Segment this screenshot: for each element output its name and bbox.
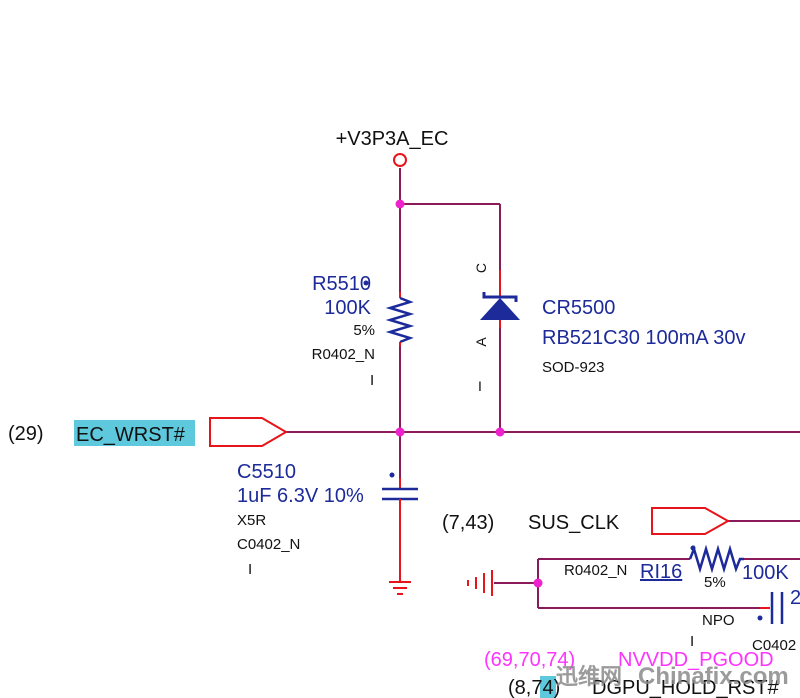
c5510-dielectric: X5R — [237, 512, 266, 529]
watermark-cn: 迅维网 — [556, 664, 622, 689]
ec-wrst-name: EC_WRST# — [76, 424, 186, 446]
ec-wrst-page-ref: (29) — [8, 423, 44, 445]
net-dgpu-hold-rst: (8,74) DGPU_HOLD_RST# — [508, 676, 780, 698]
r5510-pin-mark: I — [370, 372, 374, 389]
cap-partial-pin1-dot — [757, 615, 763, 621]
ec-wrst-highlight — [74, 420, 195, 446]
cap-partial-dielectric: NPO — [702, 612, 735, 629]
cr5500-pin-a: A — [473, 337, 489, 347]
c5510-value: 1uF 6.3V 10% — [237, 485, 364, 507]
junction-ec-wrst-r — [395, 427, 405, 437]
net-ec-wrst: (29) EC_WRST# — [8, 417, 288, 447]
net-nvvdd-pgood: (69,70,74) NVVDD_PGOOD — [484, 649, 774, 671]
cr5500-schottky-bar — [482, 292, 518, 302]
cr5500-part: RB521C30 100mA 30v — [542, 327, 745, 349]
sus-clk-page-ref: (7,43) — [442, 512, 494, 534]
sus-clk-port — [651, 507, 731, 535]
ri16-pin1-dot — [690, 545, 696, 551]
cr5500-pin-mark: I — [478, 378, 482, 394]
ground-symbol-c5510 — [389, 578, 411, 595]
resistor-ri16: R0402_N RI16 5% 100K — [564, 544, 789, 591]
power-rail-connector: +V3P3A_EC — [336, 128, 449, 167]
ri16-zigzag — [688, 544, 744, 574]
ec-wrst-port — [209, 417, 288, 447]
power-rail-terminal — [393, 153, 407, 167]
net-sus-clk: (7,43) SUS_CLK — [442, 507, 731, 535]
dgpu-highlight — [540, 676, 556, 698]
capacitor-c5510: C5510 1uF 6.3V 10% X5R C0402_N I — [237, 461, 418, 578]
junction-ec-wrst-d — [495, 427, 505, 437]
r5510-zigzag — [385, 296, 415, 344]
dgpu-page-ref: (8,74) — [508, 677, 560, 698]
cap-partial-package: C0402 — [752, 637, 796, 654]
r5510-value: 100K — [324, 297, 371, 319]
nvvdd-page-ref: (69,70,74) — [484, 649, 575, 671]
junction-left — [533, 578, 543, 588]
c5510-package: C0402_N — [237, 536, 300, 553]
sus-clk-name: SUS_CLK — [528, 512, 620, 534]
resistor-r5510: R5510 100K 5% R0402_N I — [312, 273, 415, 389]
junctions — [395, 199, 543, 588]
r5510-package: R0402_N — [312, 346, 375, 363]
watermark-en: Chinafix.com — [638, 663, 789, 690]
r5510-tolerance: 5% — [353, 322, 375, 339]
c5510-ref: C5510 — [237, 461, 296, 483]
cap-partial-pin-mark: I — [690, 633, 694, 650]
wires — [286, 168, 800, 609]
c5510-pin1-dot — [389, 472, 395, 478]
cr5500-ref: CR5500 — [542, 297, 615, 319]
ri16-ref: RI16 — [640, 561, 682, 583]
cr5500-package: SOD-923 — [542, 359, 605, 376]
ri16-value: 100K — [742, 562, 789, 584]
cap-partial-value: 2 — [790, 587, 800, 609]
diode-cr5500: C A I CR5500 RB521C30 100mA 30v SOD-923 — [473, 263, 745, 394]
ground-symbol-left — [467, 570, 493, 596]
junction-top — [395, 199, 405, 209]
r5510-ref: R5510 — [312, 273, 371, 295]
power-rail-label: +V3P3A_EC — [336, 128, 449, 150]
ri16-package: R0402_N — [564, 562, 627, 579]
capacitor-partial: NPO C0402 2 I — [690, 587, 800, 654]
watermark: 迅维网 Chinafix.com — [556, 663, 789, 690]
cr5500-pin-c: C — [473, 263, 489, 273]
c5510-pin-mark: I — [248, 561, 252, 578]
dgpu-name: DGPU_HOLD_RST# — [592, 677, 780, 698]
r5510-pin1-dot — [363, 280, 369, 286]
ri16-tolerance: 5% — [704, 574, 726, 591]
nvvdd-name: NVVDD_PGOOD — [618, 649, 774, 671]
cr5500-triangle — [480, 298, 520, 320]
